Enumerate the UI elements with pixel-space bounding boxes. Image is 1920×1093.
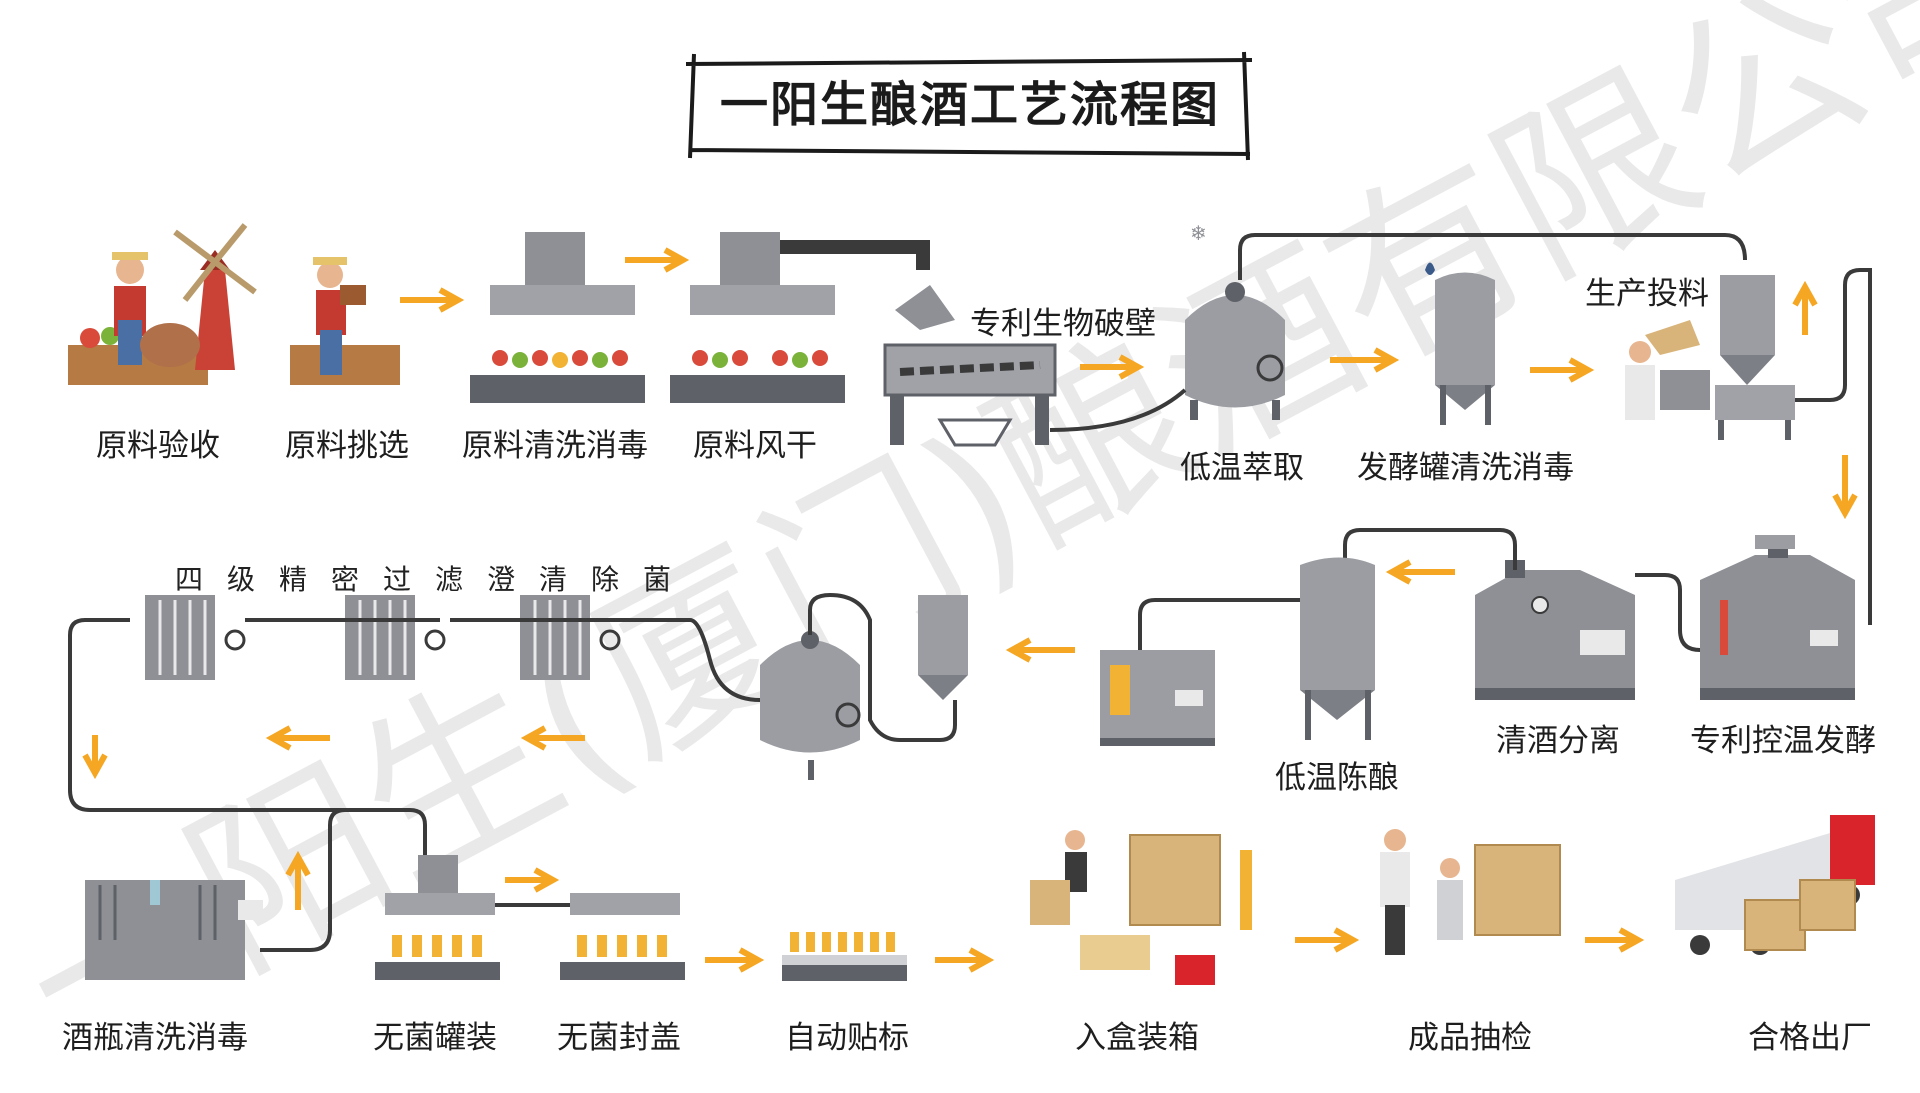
- step-clear-separate-label: 清酒分离: [1496, 723, 1620, 759]
- capping-machine-icon: [560, 893, 685, 980]
- pipe: [1138, 598, 1300, 650]
- feed-hopper-icon: [1715, 275, 1795, 440]
- crusher-machine-icon: [883, 285, 1057, 447]
- washing-machine-icon: [470, 232, 645, 403]
- bottle-washer-icon: [85, 880, 263, 980]
- filter-press-icon: [345, 595, 446, 680]
- step-feed-label: 生产投料: [1585, 276, 1709, 312]
- step-raw-wash-label: 原料清洗消毒: [462, 428, 648, 464]
- flow-arrow: [705, 947, 765, 973]
- flow-arrow: [265, 725, 330, 751]
- boxing-icon: [1030, 830, 1252, 985]
- step-inspect-label: 成品抽检: [1408, 1020, 1532, 1056]
- filling-machine-icon: [375, 855, 500, 980]
- pipe: [1049, 388, 1187, 432]
- flow-arrow: [1832, 455, 1858, 520]
- feeding-worker-icon: [1625, 320, 1710, 420]
- farmer-icon: [68, 252, 208, 385]
- flow-arrow: [82, 735, 108, 780]
- flow-arrow: [400, 287, 465, 313]
- pipe: [620, 618, 761, 702]
- separation-tank-icon: [1475, 560, 1635, 700]
- pipe: [1343, 528, 1517, 570]
- flow-arrow: [1330, 347, 1400, 373]
- page-title: 一阳生酿酒工艺流程图: [719, 77, 1220, 133]
- step-filter-label: 四级精密过滤澄清除菌: [175, 563, 696, 596]
- step-raw-select-label: 原料挑选: [285, 428, 409, 464]
- labeling-machine-icon: [782, 932, 907, 981]
- pipe: [1795, 268, 1872, 625]
- step-sterile-fill-label: 无菌罐装: [373, 1020, 497, 1056]
- step-temp-ferment-label: 专利控温发酵: [1690, 723, 1876, 759]
- flow-arrow: [1585, 927, 1645, 953]
- step-low-temp-age-label: 低温陈酿: [1275, 760, 1399, 796]
- farmer-select-icon: [290, 257, 400, 385]
- step-tank-wash-label: 发酵罐清洗消毒: [1357, 450, 1574, 486]
- flow-arrow: [1295, 927, 1360, 953]
- step-auto-label-label: 自动贴标: [785, 1020, 909, 1056]
- pipe: [68, 618, 620, 860]
- step-low-temp-extract-label: 低温萃取: [1180, 450, 1304, 486]
- flow-arrow: [285, 850, 311, 910]
- flow-arrow: [1530, 357, 1595, 383]
- flow-arrow: [505, 867, 560, 893]
- fermentation-tank-icon: [1425, 262, 1495, 425]
- pipe: [1238, 233, 1747, 280]
- filter-press-icon: [520, 595, 621, 680]
- temp-control-fermenter-icon: [1700, 535, 1855, 700]
- inspection-icon: [1380, 829, 1561, 955]
- step-ship-label: 合格出厂: [1748, 1020, 1872, 1056]
- step-bottle-wash-label: 酒瓶清洗消毒: [62, 1020, 248, 1056]
- truck-icon: [1675, 815, 1875, 955]
- pipe: [1635, 573, 1701, 652]
- flow-arrow: [1005, 637, 1075, 663]
- aging-tank-icon: [1300, 557, 1375, 740]
- windmill-icon: [140, 223, 257, 370]
- step-boxing-label: 入盒装箱: [1075, 1020, 1199, 1056]
- filter-tank-icon: [760, 595, 968, 780]
- flow-arrow: [1080, 354, 1145, 380]
- svg-text:❄: ❄: [1190, 221, 1207, 245]
- step-raw-dry-label: 原料风干: [693, 428, 817, 464]
- filter-press-icon: [145, 595, 246, 680]
- step-raw-accept-label: 原料验收: [96, 428, 220, 464]
- flow-arrow: [1792, 280, 1818, 335]
- pipe: [260, 808, 346, 952]
- step-sterile-cap-label: 无菌封盖: [557, 1020, 681, 1056]
- extraction-tank-icon: ❄: [1185, 221, 1285, 420]
- cooling-unit-icon: [1100, 650, 1215, 746]
- drying-machine-icon: [670, 232, 930, 403]
- flow-arrow: [520, 725, 585, 751]
- pipe: [808, 592, 957, 742]
- flow-arrow: [1385, 559, 1455, 585]
- flow-arrow: [935, 947, 995, 973]
- step-bio-break-label: 专利生物破壁: [970, 306, 1156, 342]
- flow-arrow: [625, 247, 690, 273]
- title-frame: [685, 51, 1253, 161]
